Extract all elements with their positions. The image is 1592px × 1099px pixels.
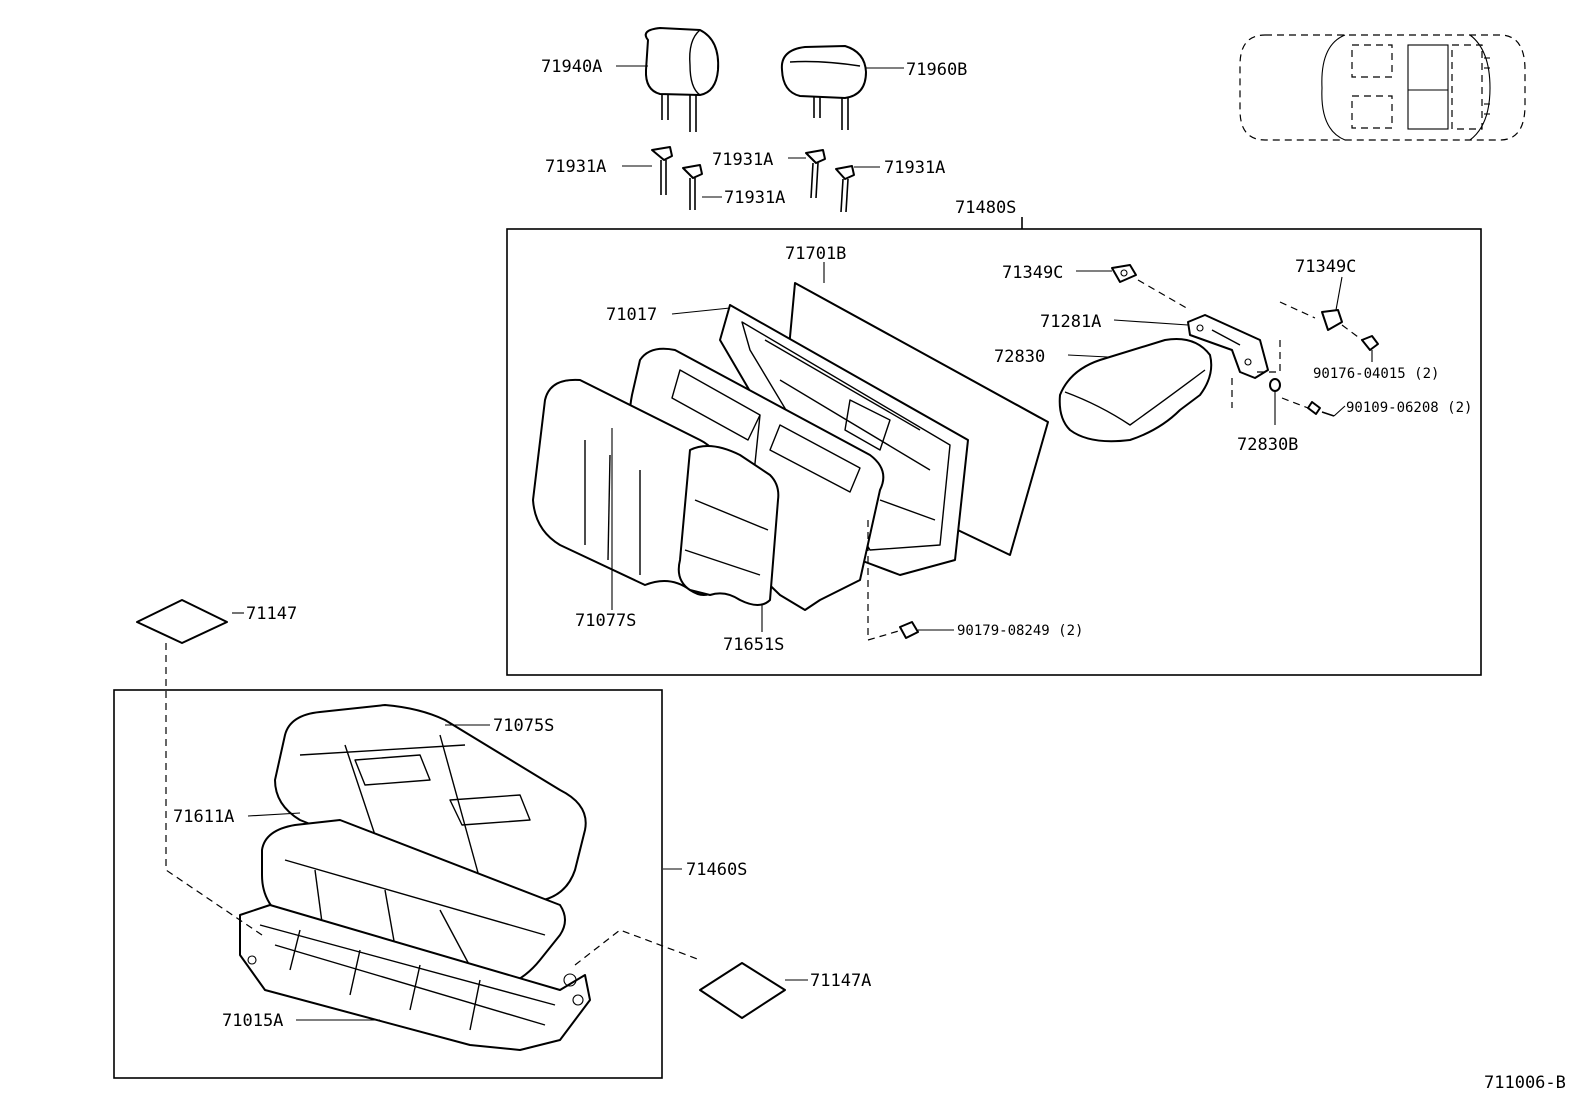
label-bolt-a: 90109-06208 (2) xyxy=(1346,400,1472,416)
label-hinge-cover-right: 71349C xyxy=(1295,257,1356,277)
label-armrest-bracket: 71281A xyxy=(1040,312,1101,332)
label-support-1: 71931A xyxy=(545,157,606,177)
label-back-frame: 71017 xyxy=(606,305,657,325)
back-cover xyxy=(532,378,780,606)
label-support-2: 71931A xyxy=(712,150,773,170)
pad-left xyxy=(136,599,228,644)
label-headrest-a: 71940A xyxy=(541,57,602,77)
hinge-cover-left xyxy=(1111,264,1137,283)
vehicle-location-icon xyxy=(1239,34,1526,141)
label-back-board: 71701B xyxy=(785,244,846,264)
label-nut-a: 90176-04015 (2) xyxy=(1313,366,1439,382)
leader-lines xyxy=(232,65,1373,1021)
pad-right xyxy=(699,962,786,1019)
back-guide-lines xyxy=(867,279,1363,641)
label-cushion-assy: 71460S xyxy=(686,860,747,880)
diagram-code: 711006-B xyxy=(1484,1073,1566,1093)
label-cushion-frame: 71015A xyxy=(222,1011,283,1031)
label-cushion-cover: 71075S xyxy=(493,716,554,736)
label-back-cover: 71077S xyxy=(575,611,636,631)
label-armrest-bushing: 72830B xyxy=(1237,435,1298,455)
armrest xyxy=(1058,338,1213,443)
cushion-guide-lines xyxy=(165,643,701,966)
cushion-frame xyxy=(239,904,591,1051)
label-pad-right: 71147A xyxy=(810,971,871,991)
headrest-supports xyxy=(651,146,855,213)
label-nut-b: 90179-08249 (2) xyxy=(957,623,1083,639)
label-armrest: 72830 xyxy=(994,347,1045,367)
label-cushion-pad: 71611A xyxy=(173,807,234,827)
armrest-nut xyxy=(1361,335,1379,351)
label-support-3: 71931A xyxy=(884,158,945,178)
armrest-bushing xyxy=(1269,378,1281,425)
headrest-b xyxy=(780,45,867,130)
label-headrest-b: 71960B xyxy=(906,60,967,80)
label-hinge-cover-left: 71349C xyxy=(1002,263,1063,283)
label-back-assy: 71480S xyxy=(955,198,1016,218)
armrest-bolt xyxy=(1307,401,1335,417)
headrest-a xyxy=(644,27,720,132)
back-nut xyxy=(899,621,919,639)
seat-back-assembly-box xyxy=(506,228,1482,676)
seat-cushion-assembly-box xyxy=(113,689,663,1079)
label-back-pad: 71651S xyxy=(723,635,784,655)
armrest-bracket xyxy=(1187,314,1269,379)
label-support-4: 71931A xyxy=(724,188,785,208)
label-pad-left: 71147 xyxy=(246,604,297,624)
hinge-cover-right xyxy=(1321,309,1343,331)
